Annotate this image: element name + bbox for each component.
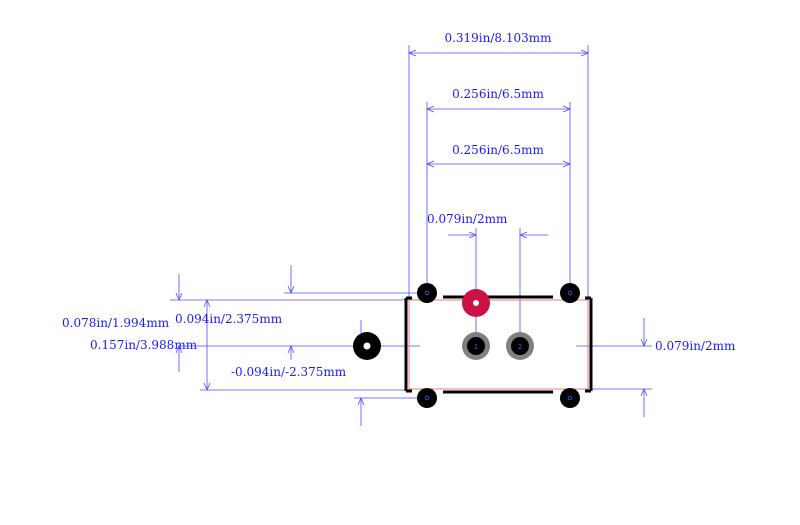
mounting-hole-left: [353, 332, 381, 360]
dimension-left-height-label: 0.094in/2.375mm: [175, 312, 283, 326]
pin1-pad: [462, 289, 490, 317]
dimension-right: 0.079in/2mm: [576, 318, 736, 417]
dimension-left-outer: 0.078in/1.994mm: [62, 274, 408, 372]
dimension-left-outer-label: 0.078in/1.994mm: [62, 316, 170, 330]
thru-pad-pin1-label: 1: [474, 343, 478, 351]
mounting-pad-bottom-left: [417, 388, 437, 408]
dimension-left-offset: -0.094in/-2.375mm: [231, 265, 420, 379]
mounting-pad-bottom-right: [560, 388, 580, 408]
dimension-left-offset-label: -0.094in/-2.375mm: [231, 365, 347, 379]
dimension-overall-width-label: 0.319in/8.103mm: [444, 31, 552, 45]
thru-pad-pin2: 2: [506, 332, 534, 360]
thru-pad-pin1: 1: [462, 332, 490, 360]
dimension-left-center-label: 0.157in/3.988mm: [90, 338, 198, 352]
dimension-pad-span-1-label: 0.256in/6.5mm: [452, 87, 544, 101]
dimension-pad-span-2: 0.256in/6.5mm: [425, 143, 572, 168]
dimension-pin-pitch-label: 0.079in/2mm: [427, 212, 508, 226]
dimension-pad-span-1: 0.256in/6.5mm: [425, 87, 572, 292]
component-outline: [404, 295, 593, 394]
mounting-pad-top-left: [417, 283, 437, 303]
dimension-pin-pitch: 0.079in/2mm: [427, 212, 548, 346]
dimension-right-label: 0.079in/2mm: [655, 339, 736, 353]
dimension-left-height: 0.094in/2.375mm: [175, 298, 408, 392]
dimension-overall-width: 0.319in/8.103mm: [407, 31, 590, 300]
thru-pad-pin2-label: 2: [518, 343, 522, 351]
mounting-pad-top-right: [560, 283, 580, 303]
dimension-pad-span-2-label: 0.256in/6.5mm: [452, 143, 544, 157]
